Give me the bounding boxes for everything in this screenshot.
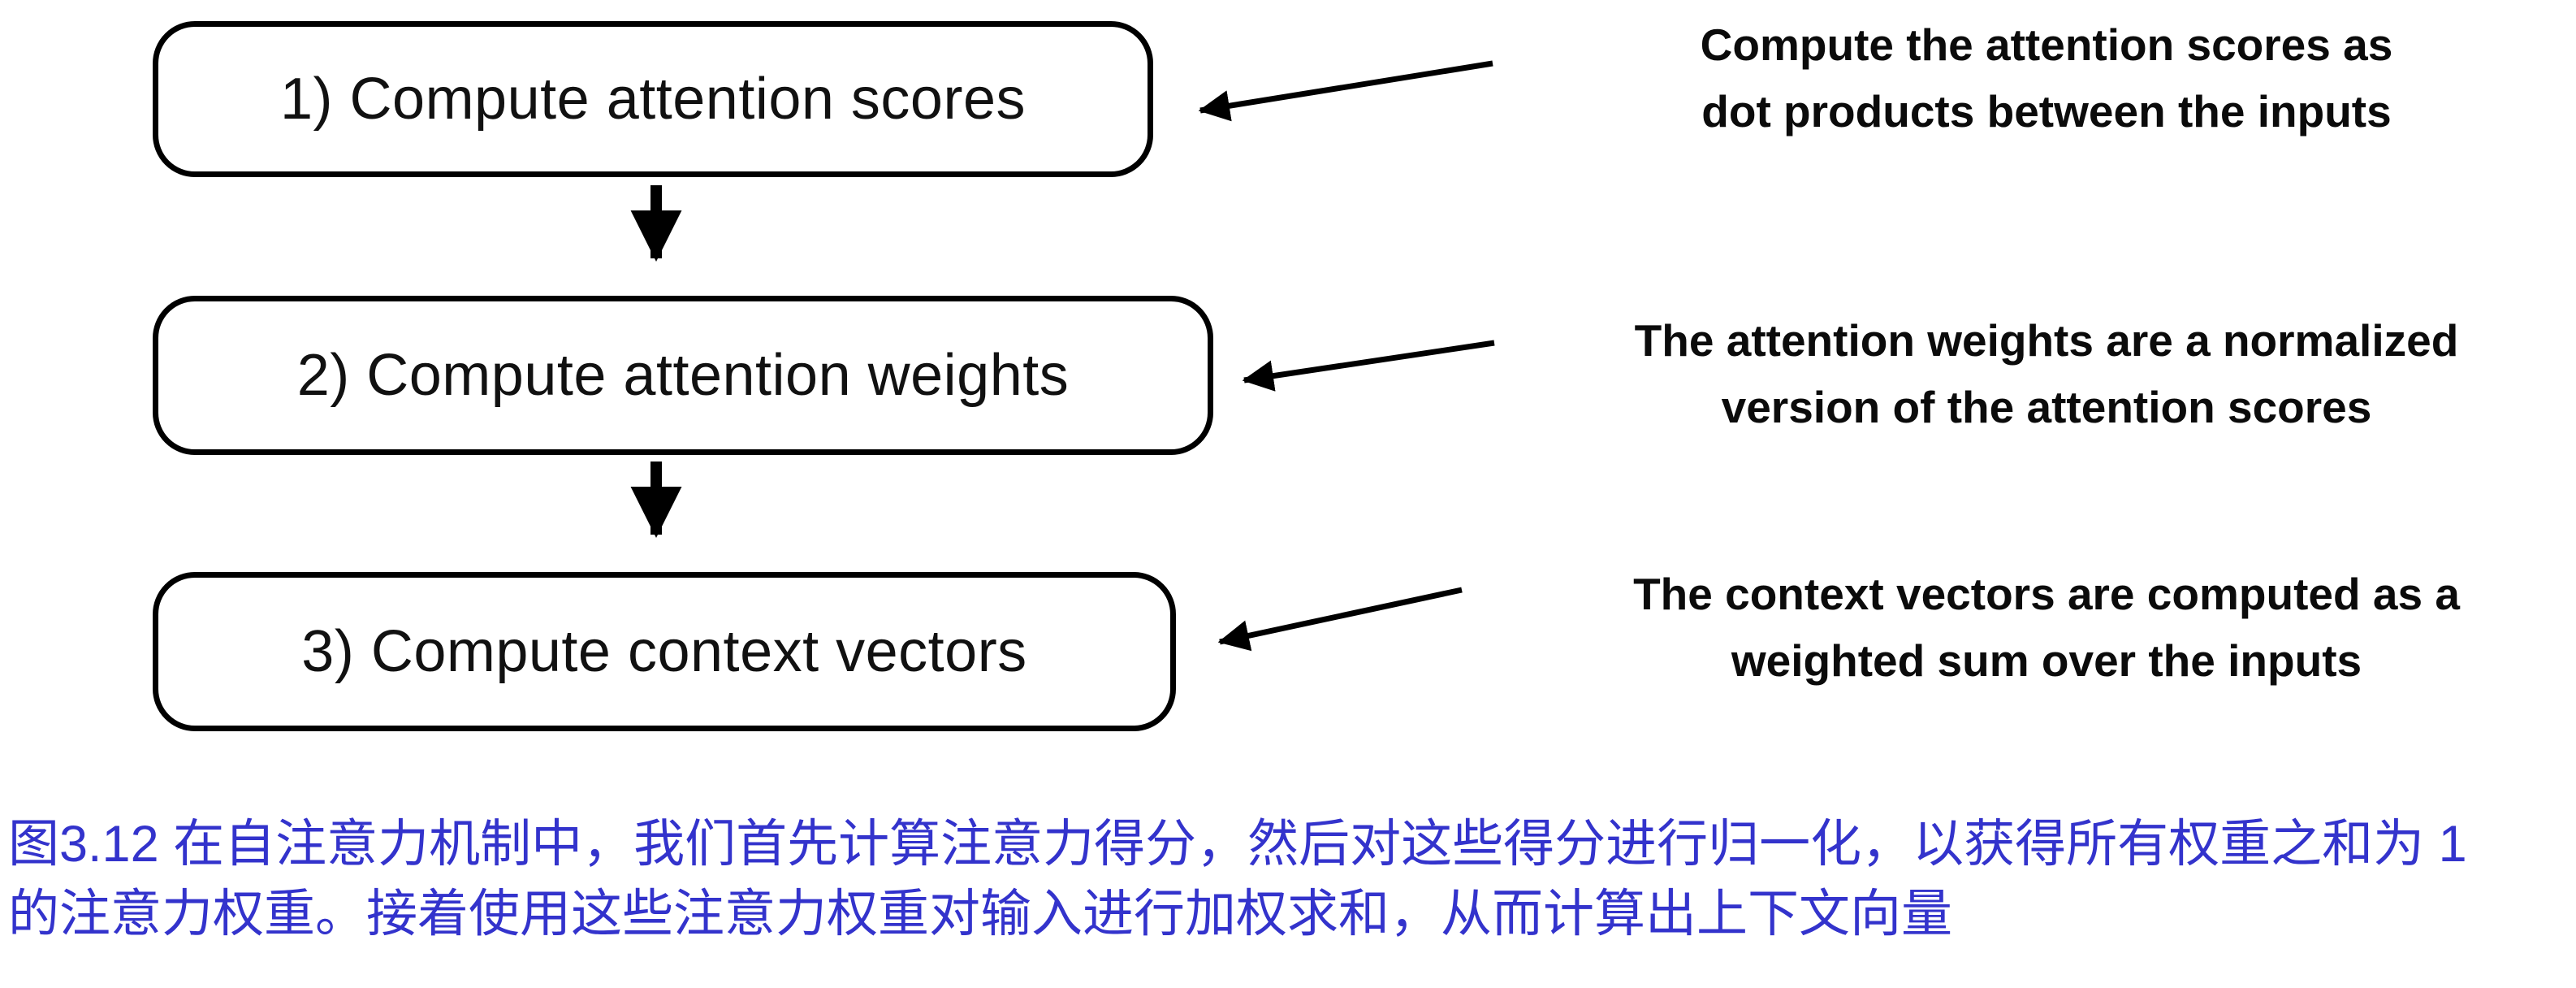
annotation-attention-weights: The attention weights are a normalized v… xyxy=(1511,307,2576,440)
annotation-attention-scores-line2: dot products between the inputs xyxy=(1701,86,2392,136)
flow-box-attention-scores-label: 1) Compute attention scores xyxy=(280,67,1026,132)
annotation-context-vectors-line2: weighted sum over the inputs xyxy=(1731,635,2362,686)
flow-box-context-vectors: 3) Compute context vectors xyxy=(153,572,1176,731)
figure-caption: 图3.12 在自注意力机制中，我们首先计算注意力得分，然后对这些得分进行归一化，… xyxy=(8,809,2566,949)
annotation-arrow-2 xyxy=(1242,340,1495,392)
flow-box-context-vectors-label: 3) Compute context vectors xyxy=(301,619,1027,684)
annotation-context-vectors-line1: The context vectors are computed as a xyxy=(1633,569,2460,619)
flow-box-attention-weights-label: 2) Compute attention weights xyxy=(296,343,1070,408)
annotation-attention-weights-line2: version of the attention scores xyxy=(1721,382,2372,432)
annotation-attention-scores: Compute the attention scores as dot prod… xyxy=(1511,11,2576,145)
annotation-context-vectors: The context vectors are computed as a we… xyxy=(1511,561,2576,694)
annotation-attention-scores-line1: Compute the attention scores as xyxy=(1700,20,2393,70)
flow-box-attention-weights: 2) Compute attention weights xyxy=(153,296,1213,455)
annotation-arrow-1 xyxy=(1198,60,1493,122)
annotation-arrow-3 xyxy=(1217,587,1463,652)
flow-box-attention-scores: 1) Compute attention scores xyxy=(153,21,1153,177)
annotation-attention-weights-line1: The attention weights are a normalized xyxy=(1634,315,2459,366)
figure-caption-line1: 图3.12 在自注意力机制中，我们首先计算注意力得分，然后对这些得分进行归一化，… xyxy=(8,816,2467,873)
figure-caption-line2: 的注意力权重。接着使用这些注意力权重对输入进行加权求和，从而计算出上下文向量 xyxy=(8,886,1952,942)
